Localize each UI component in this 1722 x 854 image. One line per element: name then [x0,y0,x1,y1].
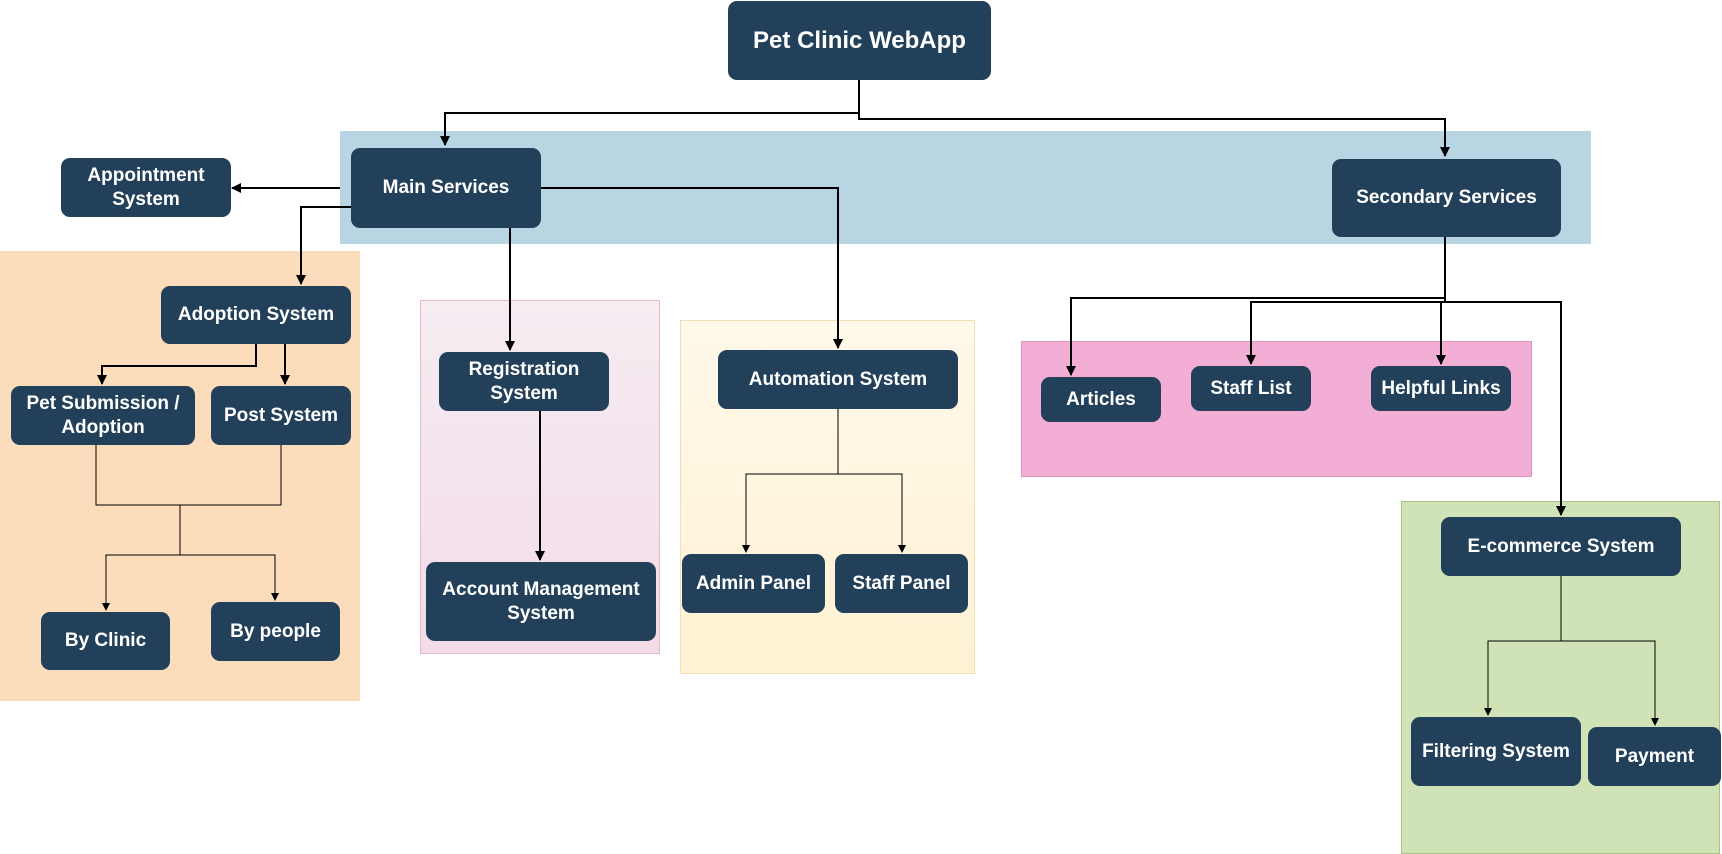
filtering-system-node[interactable]: Filtering System [1411,717,1581,786]
edge-secondary-ecommerce [1445,301,1566,516]
edge-main-automation [540,187,843,349]
edge-secondary-staff-list [1246,298,1446,365]
edge-automation-admin-panel [742,473,838,553]
appointment-system-node[interactable]: Appointment System [61,158,231,217]
automation-system-node[interactable]: Automation System [718,350,958,409]
admin-panel-node[interactable]: Admin Panel [682,554,825,613]
staff-list-node[interactable]: Staff List [1191,366,1311,411]
account-management-system-node[interactable]: Account Management System [426,562,656,641]
edge-root-secondary-services [858,80,1450,157]
adoption-system-node[interactable]: Adoption System [161,286,351,344]
secondary-services-node[interactable]: Secondary Services [1332,159,1561,237]
edge-adoption-pet-submission [97,344,257,385]
edge-automation-staff-panel [838,473,906,553]
root-node[interactable]: Pet Clinic WebApp [728,1,991,80]
edge-root-main-services [440,80,860,146]
post-system-node[interactable]: Post System [211,386,351,445]
edge-ecommerce-filtering [1484,640,1561,716]
payment-node[interactable]: Payment [1588,727,1721,786]
edge-merge-by-people [180,554,279,601]
edge-secondary-articles [1066,237,1446,376]
edge-main-adoption [296,206,351,285]
articles-node[interactable]: Articles [1041,377,1161,422]
edge-ecommerce-payment [1561,640,1659,726]
registration-system-node[interactable]: Registration System [439,352,609,411]
by-people-node[interactable]: By people [211,602,340,661]
pet-submission-adoption-node[interactable]: Pet Submission / Adoption [11,386,195,445]
helpful-links-node[interactable]: Helpful Links [1371,366,1511,411]
by-clinic-node[interactable]: By Clinic [41,612,170,670]
main-services-node[interactable]: Main Services [351,148,541,228]
ecommerce-system-node[interactable]: E-commerce System [1441,517,1681,576]
staff-panel-node[interactable]: Staff Panel [835,554,968,613]
edge-pet-submission-merge [95,445,282,506]
edge-merge-by-clinic [102,554,180,611]
